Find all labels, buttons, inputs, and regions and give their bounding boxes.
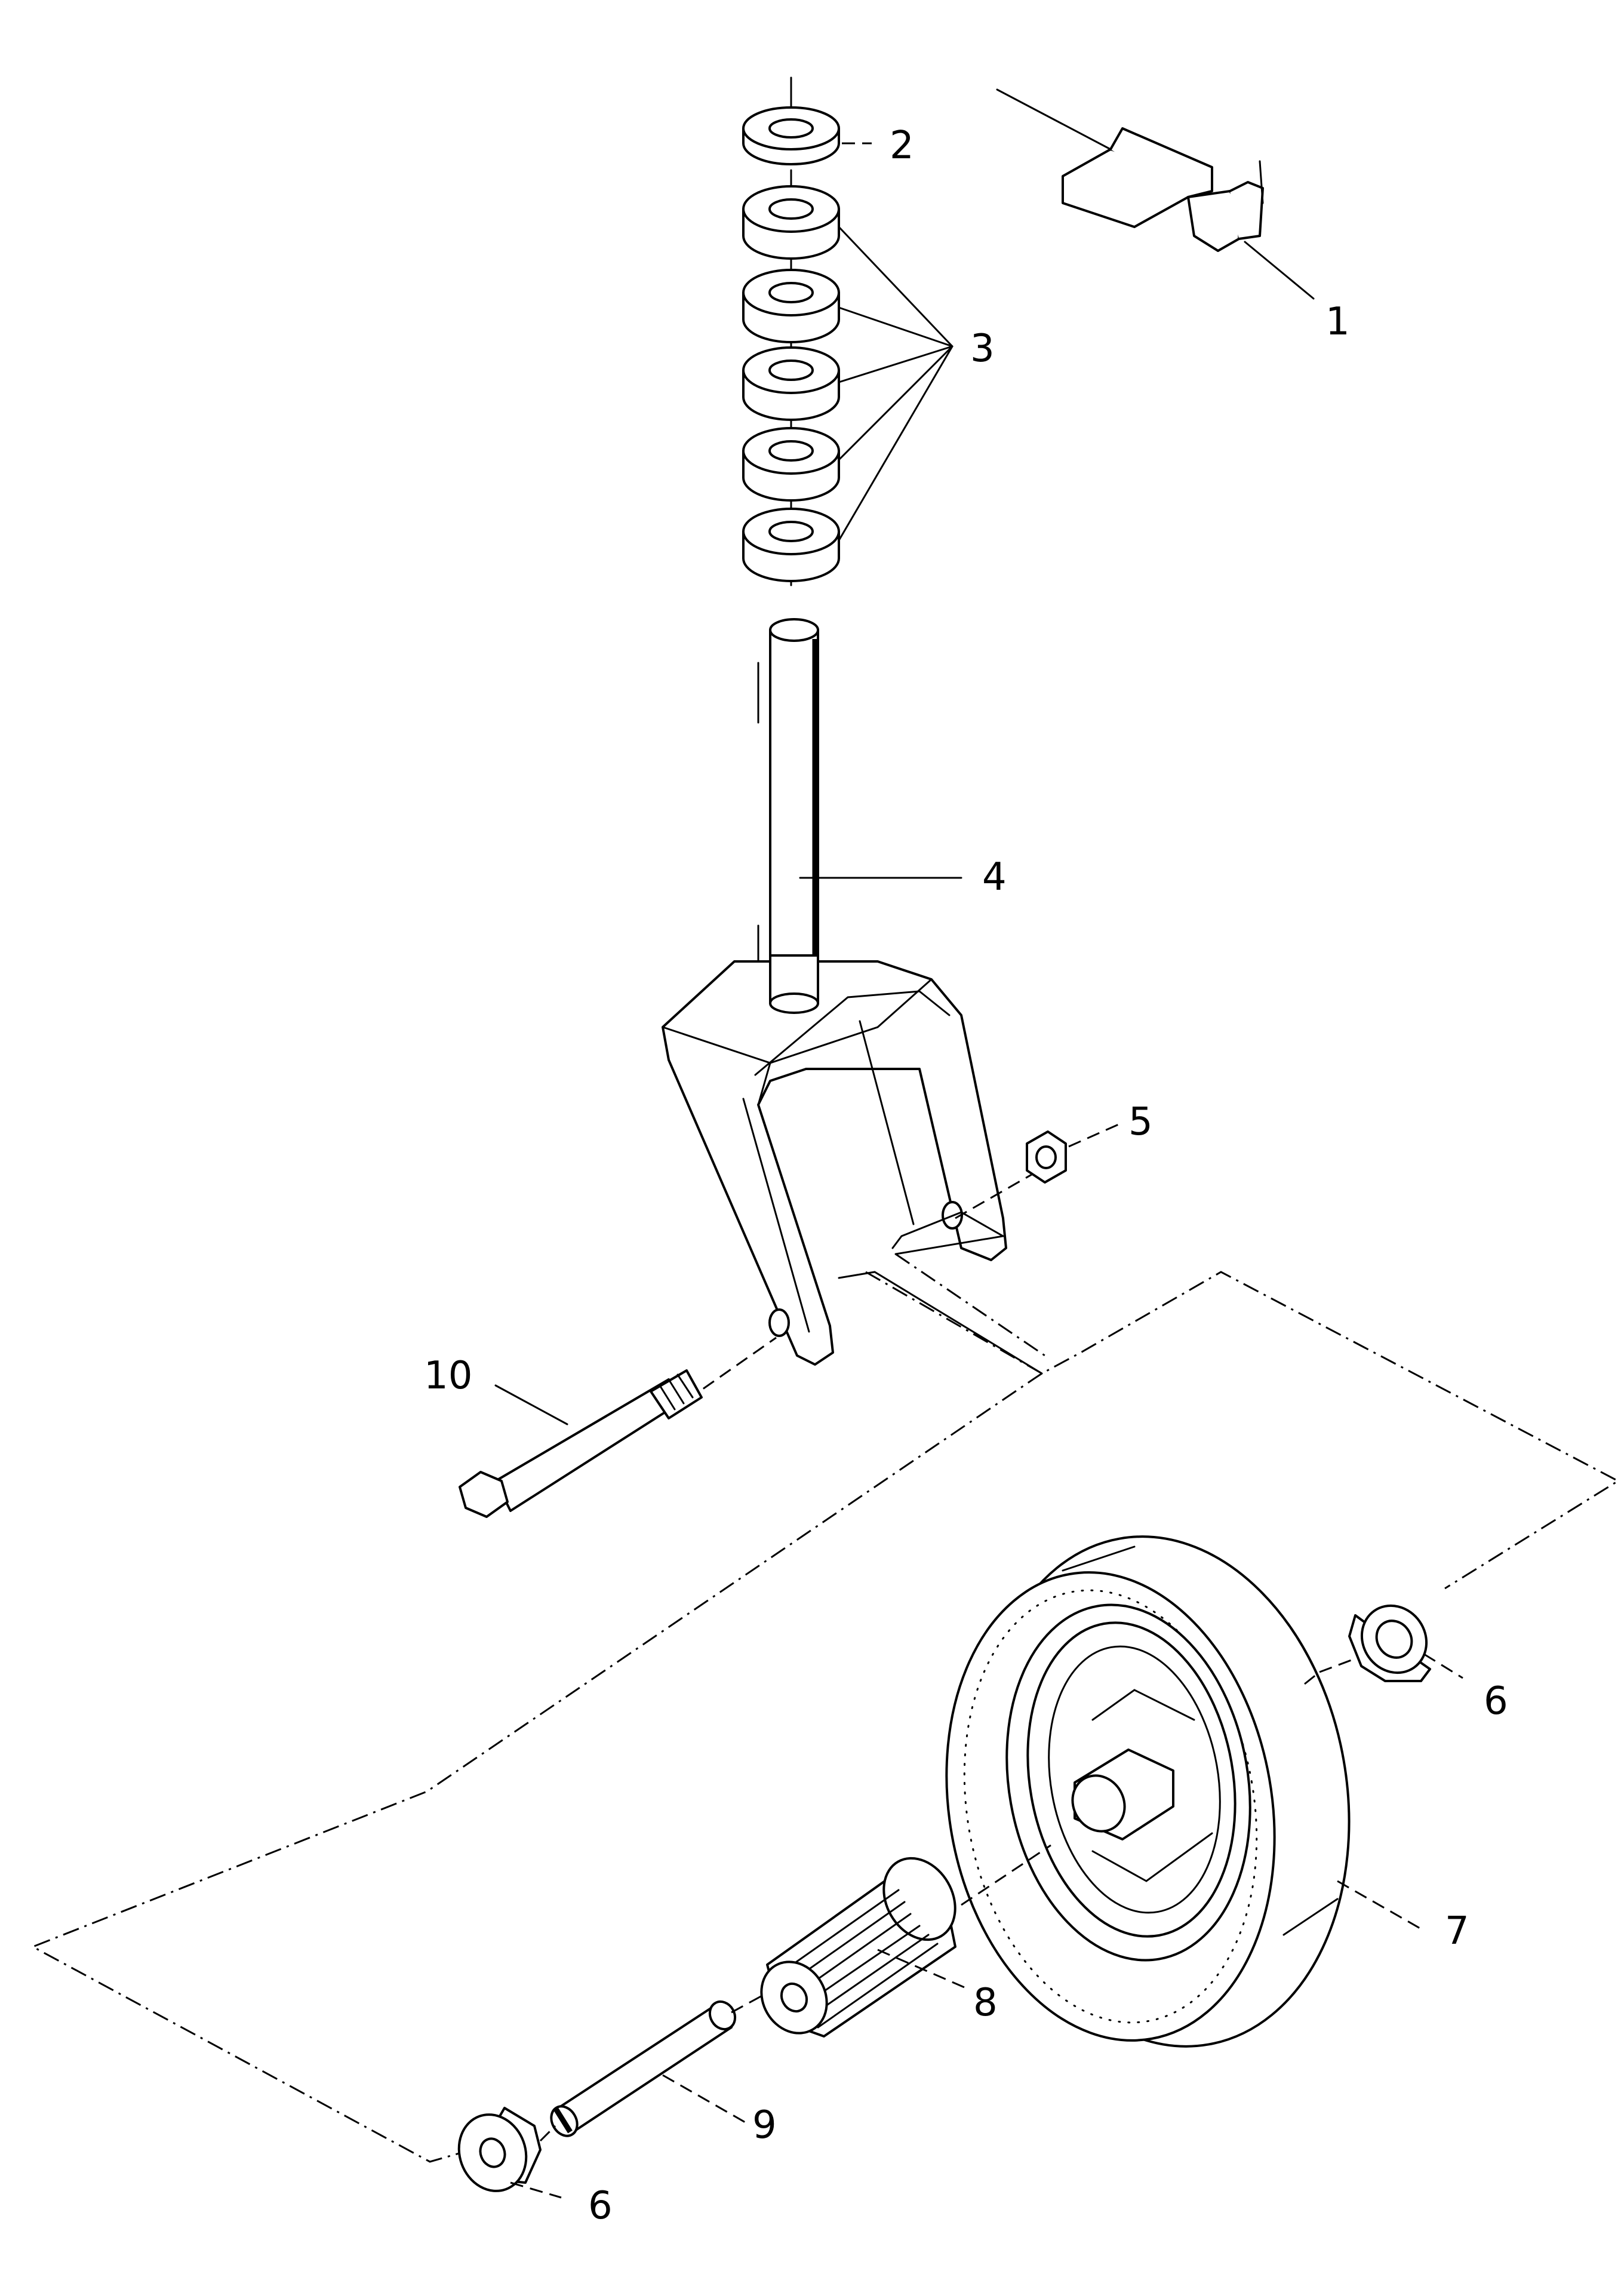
callout-3: 3 <box>970 327 995 371</box>
part-6-bushing-left <box>457 2107 562 2199</box>
callout-8: 8 <box>973 1981 998 2025</box>
callout-10: 10 <box>424 1354 472 1398</box>
callout-9: 9 <box>752 2103 777 2147</box>
callout-2: 2 <box>890 124 914 168</box>
callout-5: 5 <box>1128 1100 1153 1144</box>
part-8-splined-sleeve <box>760 1857 968 2038</box>
part-6-bushing-right <box>1319 1604 1463 1682</box>
callout-7: 7 <box>1445 1909 1469 1953</box>
part-4-shaft <box>757 618 962 1004</box>
assembly-phantom-outline <box>30 1253 1620 2163</box>
part-5-nut <box>955 1121 1123 1219</box>
callout-6-left: 6 <box>588 2184 613 2228</box>
fork-yoke <box>662 954 1043 1375</box>
part-2-washer <box>742 76 872 165</box>
callout-4: 4 <box>982 855 1007 899</box>
part-9-axle-pin <box>550 1993 765 2137</box>
callout-1: 1 <box>1325 300 1350 344</box>
part-3-washer-stack <box>742 169 954 586</box>
part-10-bolt <box>459 1336 777 1518</box>
callout-6-right: 6 <box>1484 1679 1508 1723</box>
part-7-wheel <box>945 1535 1422 2048</box>
callout-labels: 1 2 3 4 5 6 7 8 9 6 10 <box>424 124 1508 2228</box>
part-1-bracket <box>996 88 1315 300</box>
